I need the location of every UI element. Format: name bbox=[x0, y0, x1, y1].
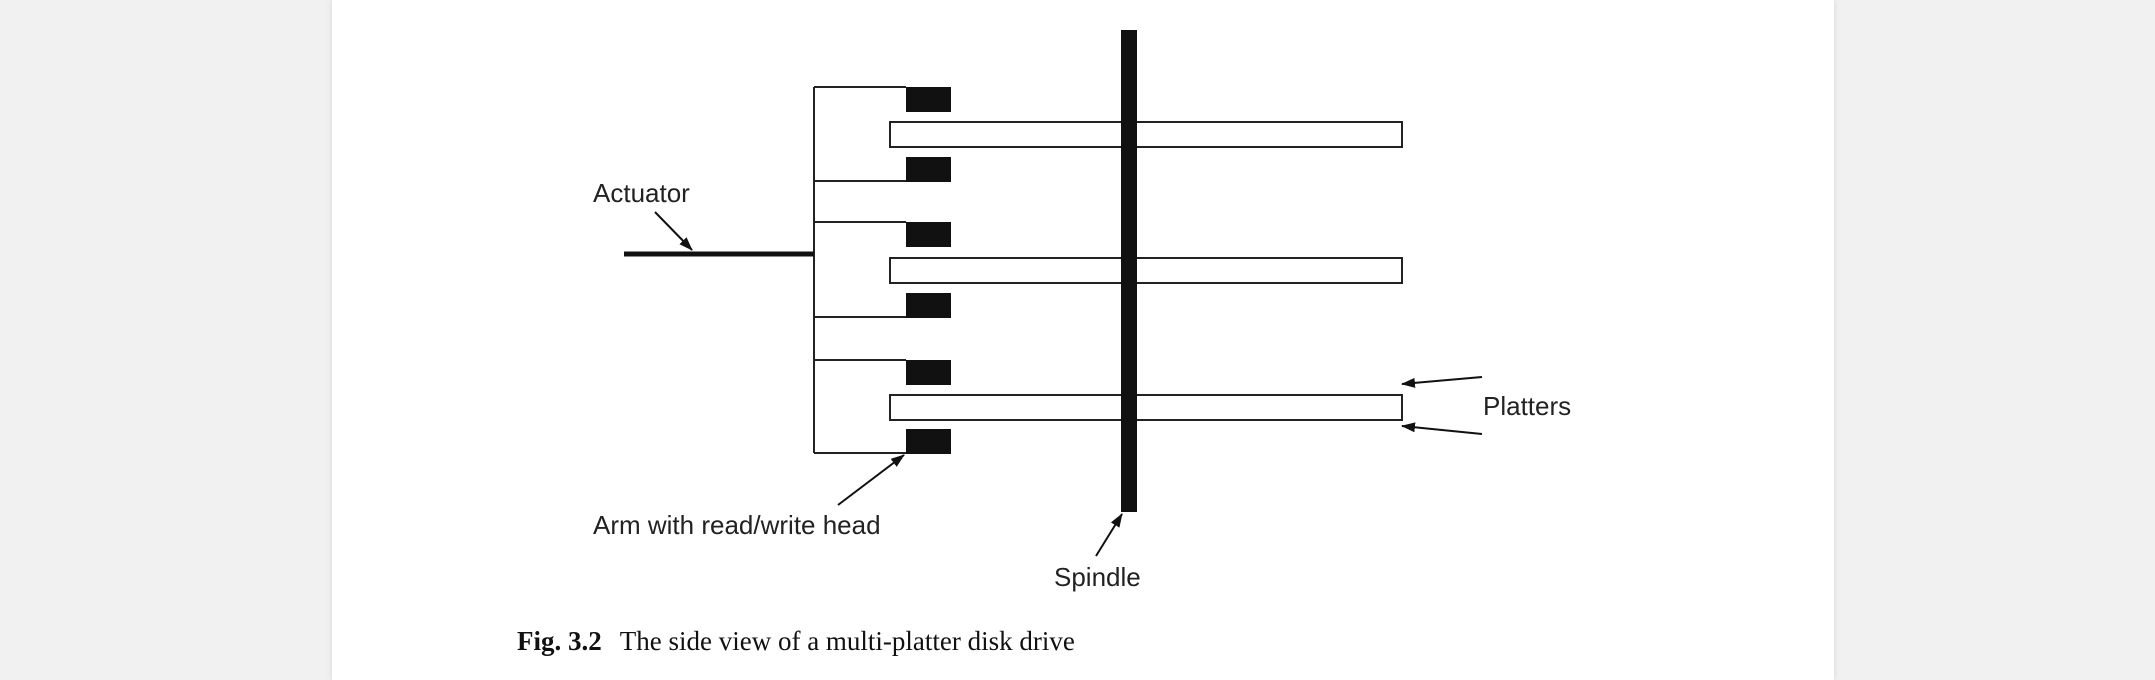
read-write-head bbox=[906, 429, 951, 454]
spindle-label: Spindle bbox=[1054, 562, 1141, 592]
platter-2 bbox=[889, 257, 1403, 284]
platter-3 bbox=[889, 394, 1403, 421]
actuator-pointer bbox=[654, 211, 693, 251]
document-page bbox=[332, 0, 1834, 680]
platters-label: Platters bbox=[1483, 391, 1571, 421]
platters-pointer-lower bbox=[1401, 422, 1483, 435]
figure-caption: Fig. 3.2 The side view of a multi-platter… bbox=[517, 626, 1075, 657]
arm-label: Arm with read/write head bbox=[593, 510, 881, 540]
figure-caption-text: The side view of a multi-platter disk dr… bbox=[619, 626, 1075, 656]
platter-1 bbox=[889, 121, 1403, 148]
figure-number: Fig. 3.2 bbox=[517, 626, 602, 656]
spindle-pointer bbox=[1095, 513, 1123, 557]
read-write-head bbox=[906, 360, 951, 385]
arm-pointer bbox=[837, 454, 905, 506]
read-write-head bbox=[906, 222, 951, 247]
read-write-head bbox=[906, 293, 951, 318]
read-write-head bbox=[906, 157, 951, 182]
arm-assembly bbox=[813, 86, 906, 454]
actuator-label: Actuator bbox=[593, 178, 690, 208]
platters-pointer-upper bbox=[1401, 376, 1483, 388]
read-write-head bbox=[906, 87, 951, 112]
